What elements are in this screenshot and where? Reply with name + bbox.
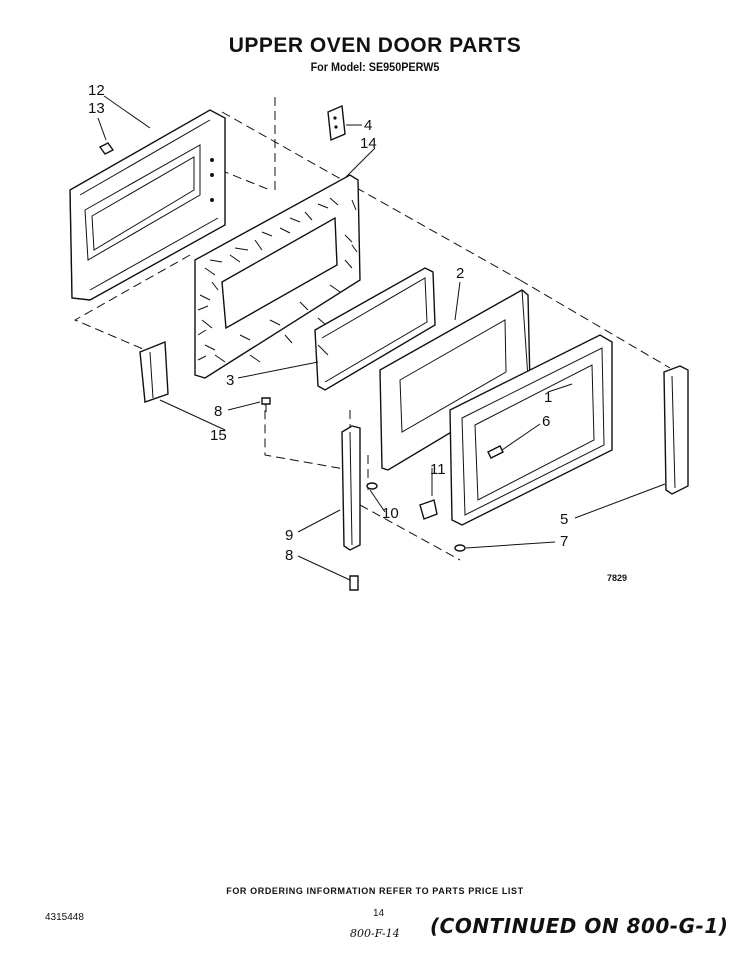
callout-13: 13: [88, 100, 105, 117]
part-latch: [419, 499, 438, 520]
callout-8-upper: 8: [214, 403, 222, 420]
callout-12: 12: [88, 82, 105, 99]
callout-2: 2: [456, 265, 464, 282]
callout-5: 5: [560, 511, 568, 528]
model-subtitle: For Model: SE950PERW5: [310, 60, 440, 74]
callout-8-lower: 8: [285, 547, 293, 564]
part-insulation-pad: [194, 174, 361, 379]
callout-9: 9: [285, 527, 293, 544]
page-number: 14: [373, 908, 385, 919]
part-screws: [261, 397, 466, 591]
figure-number: 7829: [607, 573, 627, 583]
part-inner-door-liner: [69, 109, 226, 301]
callout-10: 10: [382, 505, 399, 522]
part-hinge-channel: [341, 425, 361, 551]
part-door-handle: [663, 365, 689, 495]
callout-1: 1: [544, 389, 552, 406]
document-number: 4315448: [45, 912, 84, 923]
part-glass-pack: [314, 267, 436, 391]
page-title: UPPER OVEN DOOR PARTS: [228, 34, 522, 57]
ordering-info-note: FOR ORDERING INFORMATION REFER TO PARTS …: [226, 886, 524, 896]
callout-7: 7: [560, 533, 568, 550]
assembly-guide-lines: [73, 97, 671, 561]
callout-14: 14: [360, 135, 377, 152]
callout-leader-lines: [97, 95, 666, 581]
part-side-bracket: [139, 340, 169, 403]
part-handle-insert: [487, 445, 504, 459]
continued-note: (CONTINUED ON 800-G-1): [430, 914, 729, 938]
part-latch-bracket: [327, 104, 346, 142]
callout-3: 3: [226, 372, 234, 389]
callout-11: 11: [430, 461, 446, 478]
part-clip: [98, 142, 115, 155]
callout-15: 15: [210, 427, 227, 444]
callout-6: 6: [542, 413, 550, 430]
handwritten-reference: 800-F-14: [350, 927, 400, 940]
callout-4: 4: [364, 117, 372, 134]
callout-numbers: 12 13 4 14 2 3 8 15 1 6 11 10 9 8 5 7 78…: [88, 82, 627, 583]
